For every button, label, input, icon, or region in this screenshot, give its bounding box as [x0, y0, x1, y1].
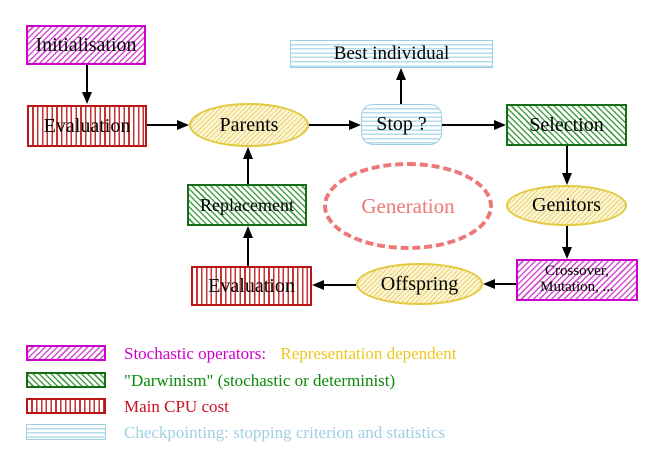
- crossover-line2: Mutation, ...: [540, 279, 614, 295]
- node-best-individual: Best individual: [290, 40, 493, 68]
- node-evaluation-top: Evaluation: [27, 105, 147, 147]
- node-selection: Selection: [506, 104, 627, 146]
- node-initialisation: Initialisation: [26, 25, 146, 65]
- node-evaluation-bottom: Evaluation: [191, 266, 312, 306]
- legend-label-cpu-cost: Main CPU cost: [124, 397, 229, 416]
- node-offspring: Offspring: [356, 263, 483, 305]
- legend-swatch-darwinism: [26, 372, 106, 388]
- node-parents: Parents: [189, 103, 309, 147]
- legend-swatch-cpu-cost: [26, 398, 106, 414]
- node-stop: Stop ?: [361, 104, 442, 145]
- legend-label-checkpointing: Checkpointing: stopping criterion and st…: [124, 423, 446, 442]
- legend-text-representation: Representation dependent: [280, 344, 457, 363]
- legend-text-stochastic: Stochastic operators:: [124, 344, 267, 363]
- crossover-line1: Crossover,: [545, 263, 609, 280]
- legend-label-darwinism: "Darwinism" (stochastic or determinist): [124, 371, 396, 390]
- node-replacement: Replacement: [187, 184, 307, 226]
- legend-swatch-stochastic-operators: [26, 345, 106, 361]
- node-crossover-mutation: Crossover, Mutation, ...: [516, 259, 638, 301]
- node-generation: Generation: [323, 162, 493, 250]
- legend-swatch-checkpointing: [26, 424, 106, 440]
- legend-label-stochastic-operators: Stochastic operators: Representation dep…: [124, 344, 456, 364]
- node-genitors: Genitors: [506, 185, 627, 226]
